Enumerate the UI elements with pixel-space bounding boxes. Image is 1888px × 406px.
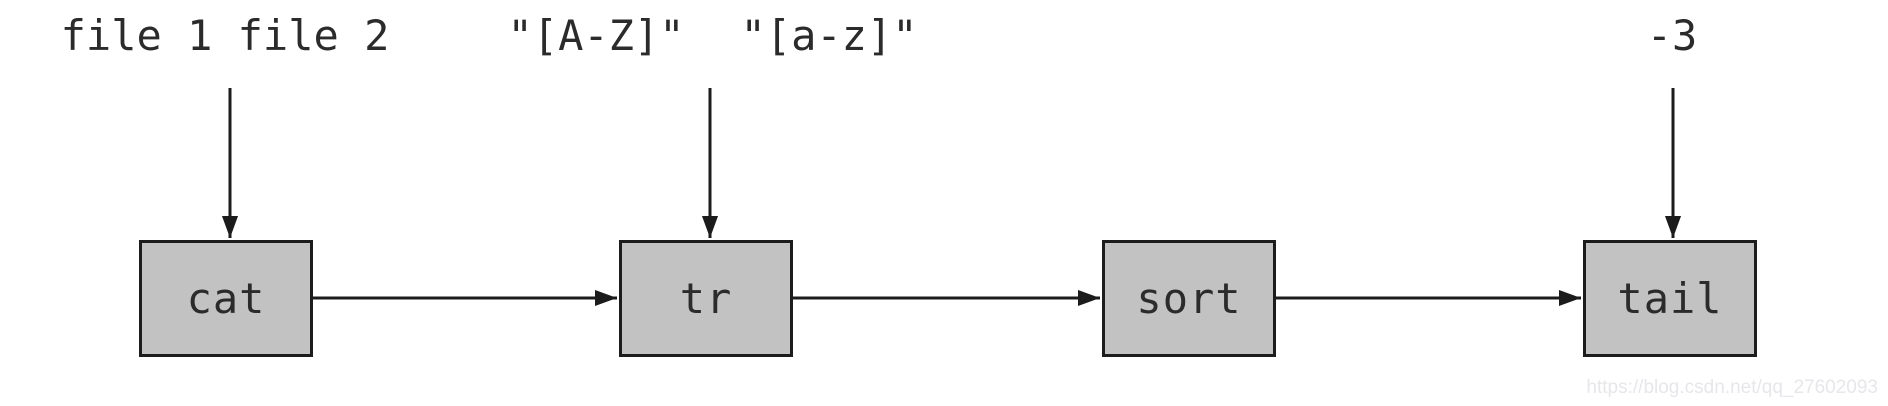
watermark-text: https://blog.csdn.net/qq_27602093 (1586, 377, 1878, 398)
node-tail: tail (1583, 240, 1757, 357)
node-cat-label: cat (186, 274, 266, 323)
node-tail-label: tail (1617, 274, 1723, 323)
arg-label-lower-set: "[a-z]" (740, 11, 918, 60)
node-tr: tr (619, 240, 793, 357)
node-tr-label: tr (679, 274, 733, 323)
node-sort: sort (1102, 240, 1276, 357)
arg-label-upper-set: "[A-Z]" (507, 11, 685, 60)
node-sort-label: sort (1136, 274, 1242, 323)
arg-label-files: file 1 file 2 (60, 11, 390, 60)
node-cat: cat (139, 240, 313, 357)
arg-label-minus3: -3 (1646, 11, 1698, 60)
